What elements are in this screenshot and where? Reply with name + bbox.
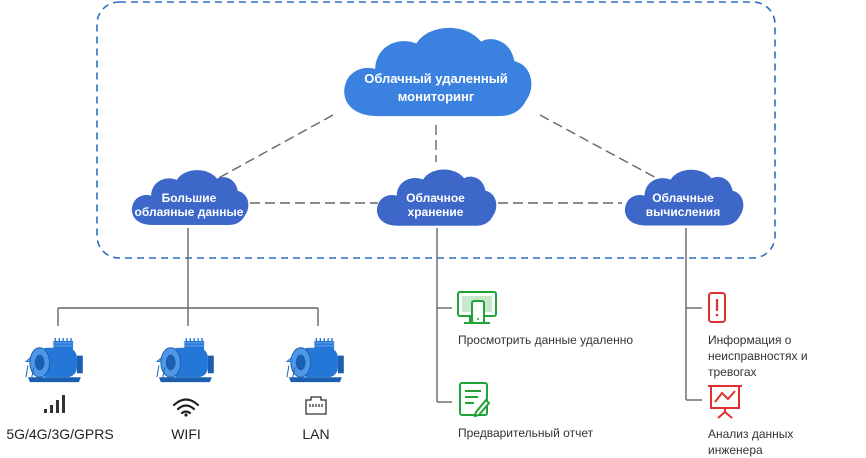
- output-label-analysis: Анализ данных инженера: [708, 426, 793, 458]
- monitor-phone-icon: [457, 291, 497, 324]
- bigdata-cloud-label: Большие облаяные данные: [122, 191, 256, 219]
- output-label-faults: Информация о неисправностях и тревогах: [708, 332, 808, 380]
- storage-cloud-line2: хранение: [407, 205, 464, 219]
- compute-cloud-line2: вычисления: [645, 205, 721, 219]
- lan-port-icon: [305, 396, 327, 415]
- bigdata-cloud-line1: Большие: [161, 191, 217, 205]
- compute-cloud-line1: Облачные: [652, 191, 714, 205]
- wifi-icon: [172, 398, 200, 415]
- faults-line3: тревогах: [708, 365, 757, 379]
- faults-line1: Информация о: [708, 333, 792, 347]
- presentation-chart-icon: [708, 385, 742, 419]
- main-cloud-line1: Облачный удаленный: [364, 71, 508, 86]
- bigdata-cloud-line2: облаяные данные: [134, 205, 244, 219]
- wifi-dot-icon: [184, 413, 188, 417]
- cloud-connectors: [214, 114, 661, 204]
- phone-alert-icon: [708, 292, 726, 323]
- faults-line2: неисправностях и: [708, 349, 808, 363]
- device-label-cellular: 5G/4G/3G/GPRS: [6, 426, 114, 442]
- boiler-icon: [286, 337, 345, 383]
- boiler-icon: [25, 337, 84, 383]
- signal-bars-icon: [44, 395, 65, 413]
- output-label-report: Предварительный отчет: [458, 426, 594, 440]
- output-label-remote-view: Просмотрить данные удаленно: [458, 333, 634, 347]
- analysis-line1: Анализ данных: [708, 427, 794, 441]
- analysis-line2: инженера: [708, 443, 763, 457]
- device-label-wifi: WIFI: [171, 426, 201, 442]
- storage-cloud-label: Облачное хранение: [373, 191, 498, 219]
- storage-cloud-line1: Облачное: [406, 191, 465, 205]
- main-cloud-line2: мониторинг: [397, 89, 475, 104]
- cloud-boundary: [96, 1, 776, 259]
- device-label-lan: LAN: [302, 426, 330, 442]
- boiler-icon: [156, 337, 215, 383]
- compute-cloud-label: Облачные вычисления: [621, 191, 745, 219]
- report-document-icon: [459, 382, 491, 418]
- main-cloud-label: Облачный удаленный мониторинг: [338, 70, 534, 106]
- output-lines: [57, 228, 702, 403]
